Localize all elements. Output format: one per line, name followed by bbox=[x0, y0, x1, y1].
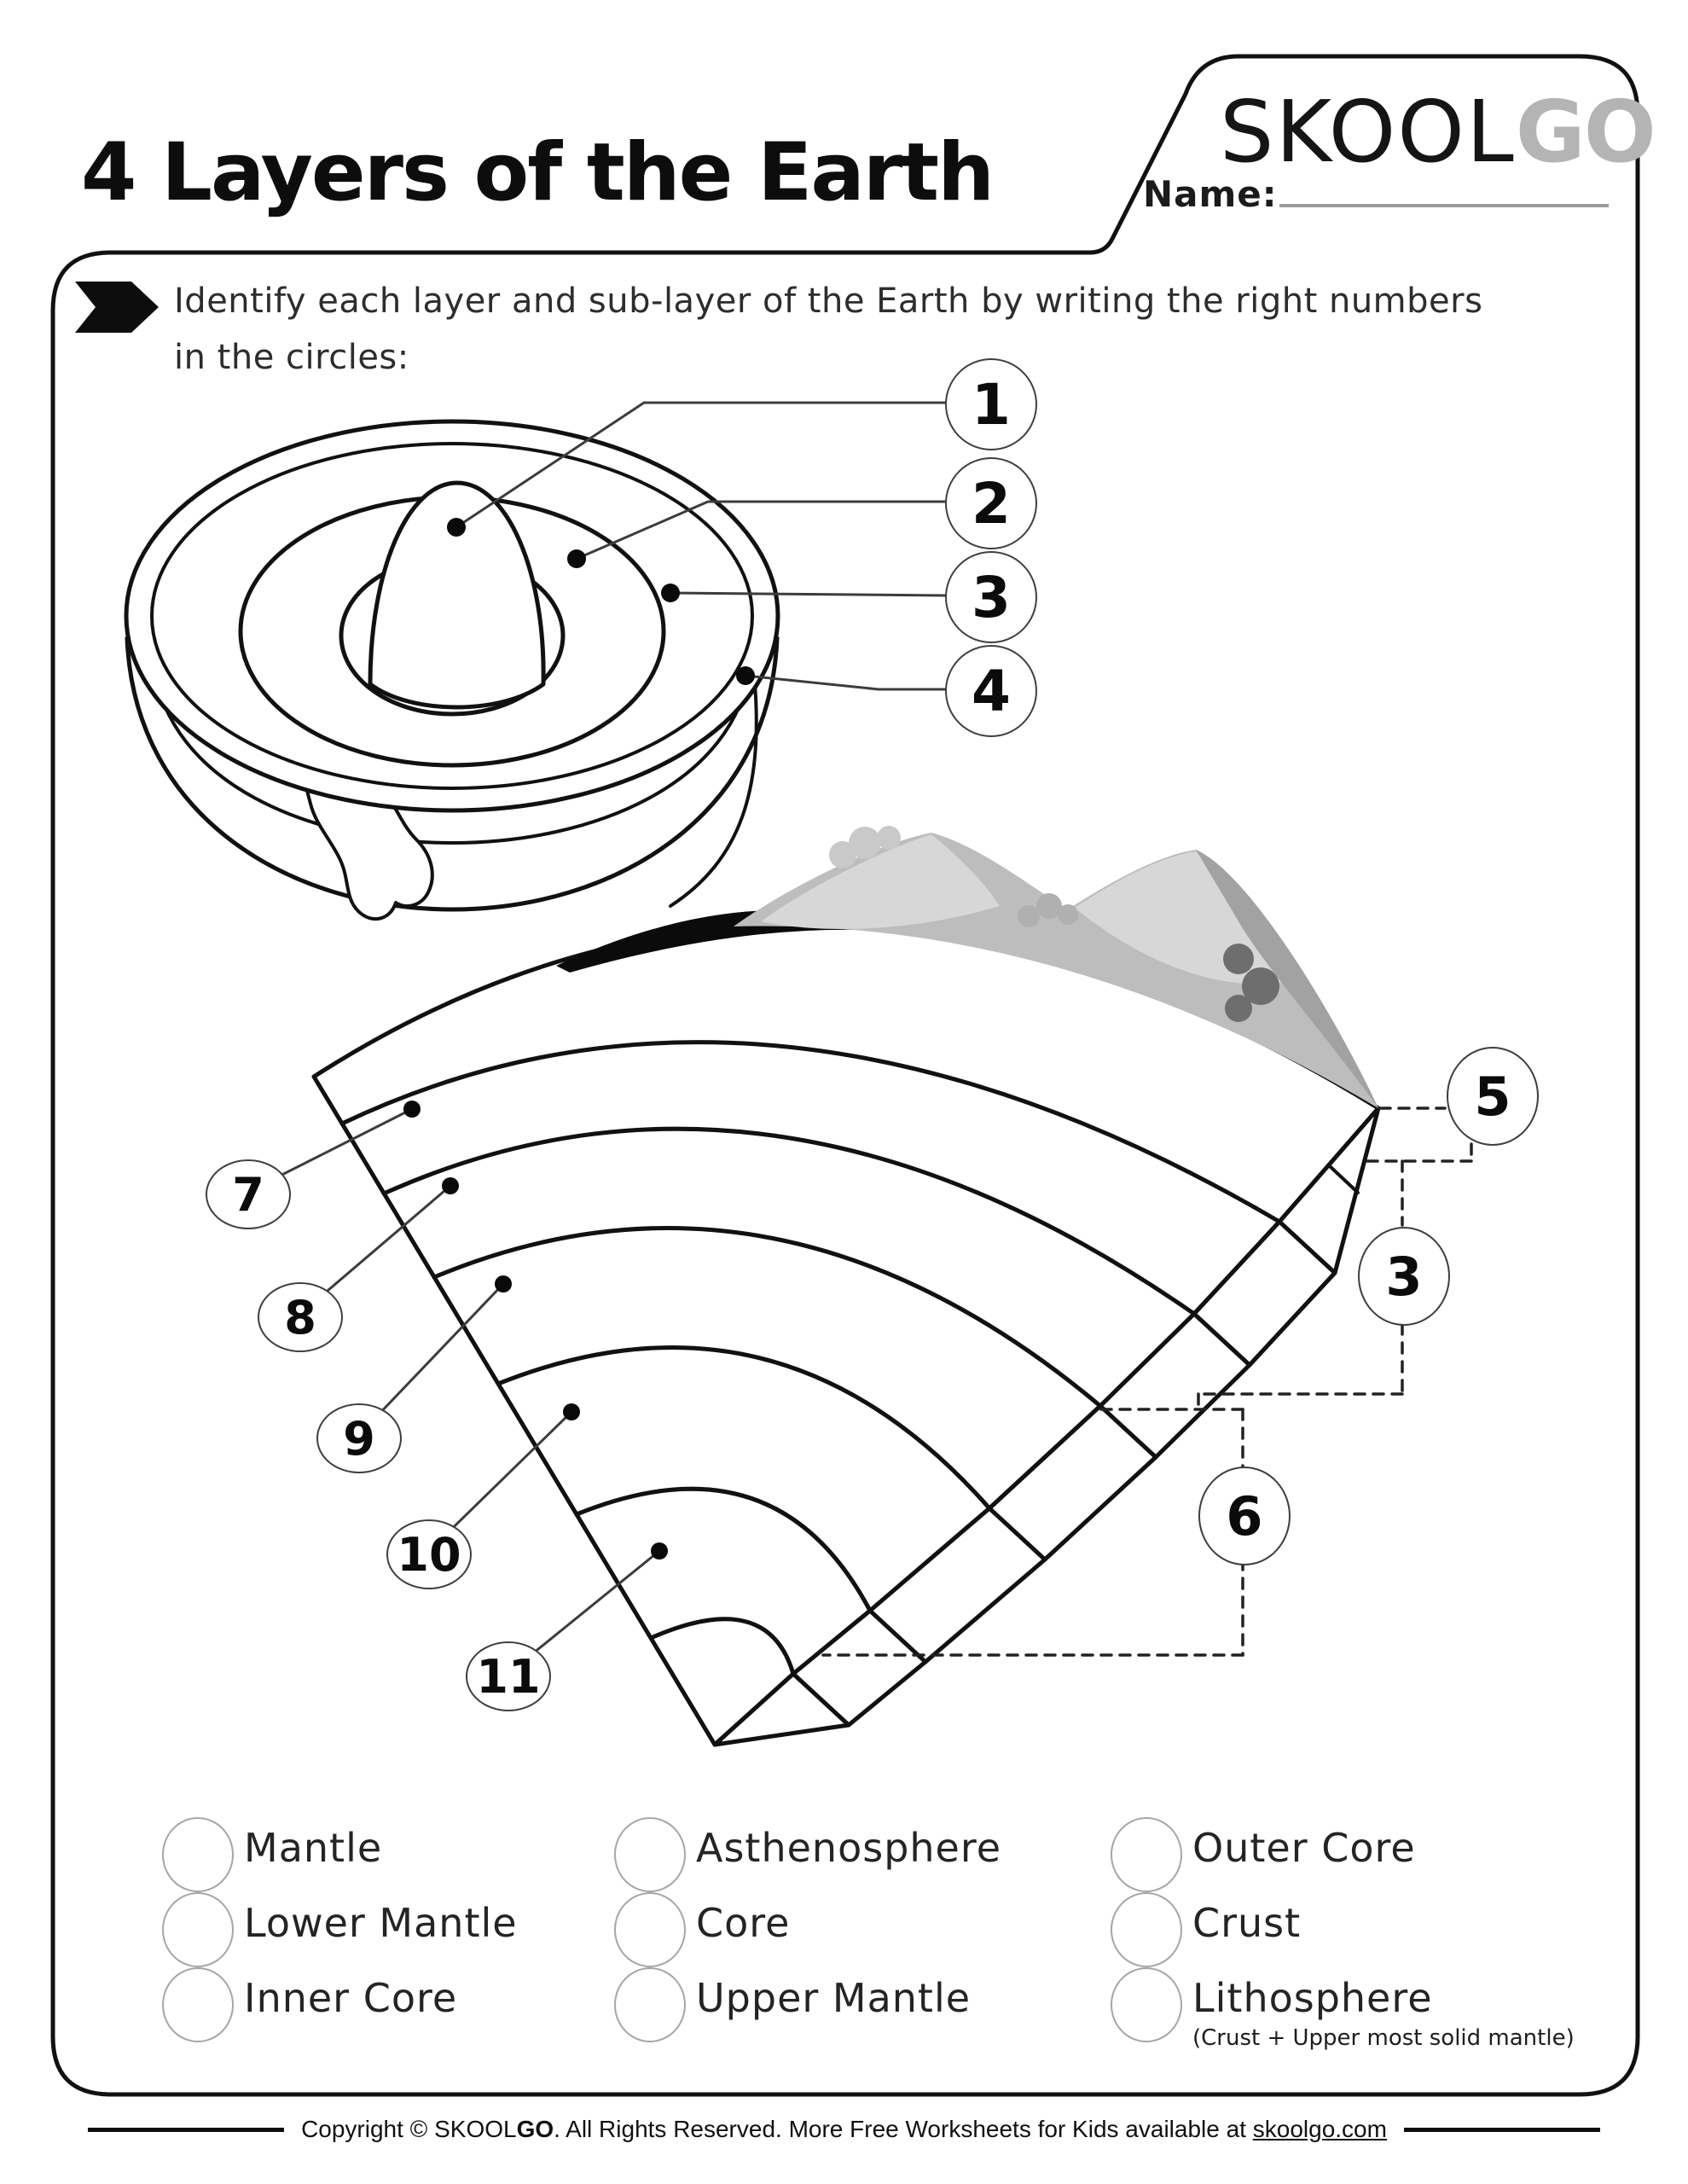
answer-circle-mantle[interactable] bbox=[162, 1817, 234, 1892]
footer-rule-left bbox=[88, 2127, 285, 2132]
instruction-line-2: in the circles: bbox=[174, 338, 409, 377]
wedge-side-ribbon bbox=[712, 1106, 1381, 1747]
callout-number: 7 bbox=[232, 1167, 264, 1222]
callout-number: 9 bbox=[343, 1411, 375, 1466]
footer-brand-go: GO bbox=[516, 2116, 554, 2142]
word-bank-label: Asthenosphere bbox=[696, 1825, 1002, 1871]
callout-number: 11 bbox=[476, 1649, 541, 1704]
word-bank-label: Lower Mantle bbox=[244, 1900, 518, 1946]
footer-rule-right bbox=[1403, 2127, 1600, 2132]
callout-bubble-9: 9 bbox=[316, 1403, 402, 1473]
name-input-line[interactable] bbox=[1279, 204, 1609, 207]
word-bank-label: Outer Core bbox=[1192, 1825, 1416, 1871]
callout-bubble-2: 2 bbox=[945, 457, 1037, 549]
footer-middle: . All Rights Reserved. More Free Workshe… bbox=[554, 2116, 1253, 2142]
page-title: 4 Layers of the Earth bbox=[81, 126, 995, 219]
callout-number: 2 bbox=[972, 470, 1011, 537]
bush-cluster-mid bbox=[1018, 893, 1078, 927]
callout-bubble-3b: 3 bbox=[1358, 1227, 1450, 1326]
page-border bbox=[50, 54, 1640, 2097]
answer-circle-lower-mantle[interactable] bbox=[162, 1892, 234, 1967]
footer-prefix: Copyright © bbox=[301, 2116, 435, 2142]
brand-logo-go: GO bbox=[1515, 82, 1656, 182]
crust-inner-ellipse bbox=[150, 442, 754, 790]
callout-bubble-10: 10 bbox=[386, 1519, 472, 1589]
footer-brand-skool: SKOOL bbox=[434, 2116, 517, 2142]
mountain-front-left bbox=[761, 834, 1000, 929]
hemisphere-diagram bbox=[124, 401, 947, 921]
wedge-diagram bbox=[245, 826, 1473, 1747]
brand-logo: SKOOLGO bbox=[1220, 82, 1656, 182]
callout-number: 1 bbox=[972, 371, 1011, 438]
brand-logo-skool: SKOOL bbox=[1220, 82, 1516, 182]
footer-link[interactable]: skoolgo.com bbox=[1252, 2116, 1387, 2142]
callout-number: 6 bbox=[1226, 1484, 1263, 1548]
inner-core-dome bbox=[368, 480, 546, 710]
callout-number: 5 bbox=[1474, 1065, 1511, 1128]
wedge-layer-arcs bbox=[339, 1040, 1282, 1676]
word-bank-label: Mantle bbox=[244, 1825, 383, 1871]
answer-circle-lithosphere[interactable] bbox=[1111, 1967, 1182, 2042]
word-bank-label: Crust bbox=[1192, 1900, 1302, 1946]
callout-bubble-4: 4 bbox=[945, 645, 1037, 737]
callout-bubble-6: 6 bbox=[1198, 1467, 1291, 1565]
hemisphere-callout-dots bbox=[447, 518, 755, 685]
hemisphere-cut-line bbox=[669, 672, 758, 908]
instruction-line-1: Identify each layer and sub-layer of the… bbox=[174, 282, 1483, 321]
answer-circle-asthenosphere[interactable] bbox=[614, 1817, 686, 1892]
callout-bubble-1: 1 bbox=[945, 358, 1037, 450]
callout-number: 3 bbox=[1385, 1245, 1423, 1308]
callout-bubble-8: 8 bbox=[258, 1282, 343, 1352]
callout-bubble-5: 5 bbox=[1447, 1047, 1539, 1146]
footer-text: Copyright © SKOOLGO. All Rights Reserved… bbox=[301, 2116, 1387, 2143]
callout-bubble-3: 3 bbox=[945, 551, 1037, 643]
answer-circle-crust[interactable] bbox=[1111, 1892, 1182, 1967]
callout-bubble-7: 7 bbox=[206, 1159, 291, 1229]
callout-number: 10 bbox=[397, 1527, 461, 1582]
word-bank-label: Lithosphere bbox=[1192, 1975, 1433, 2021]
word-bank-label: Core bbox=[696, 1900, 791, 1946]
callout-number: 3 bbox=[972, 564, 1011, 630]
instruction-arrow-icon bbox=[75, 282, 159, 333]
hemisphere-callout-lines bbox=[455, 401, 947, 691]
callout-number: 8 bbox=[284, 1290, 316, 1345]
answer-circle-outer-core[interactable] bbox=[1111, 1817, 1182, 1892]
name-label: Name: bbox=[1143, 173, 1278, 215]
word-bank-label: Upper Mantle bbox=[696, 1975, 972, 2021]
footer: Copyright © SKOOLGO. All Rights Reserved… bbox=[0, 2116, 1688, 2143]
mountains bbox=[734, 826, 1378, 1108]
answer-circle-inner-core[interactable] bbox=[162, 1967, 234, 2042]
bush-cluster-light bbox=[829, 826, 901, 868]
hemisphere-rim-underside bbox=[152, 662, 752, 845]
lithosphere-note: (Crust + Upper most solid mantle) bbox=[1192, 2025, 1575, 2051]
mountain-dark-slope bbox=[1196, 850, 1378, 1108]
wedge-side-hatches bbox=[791, 1164, 1360, 1728]
callout-number: 4 bbox=[972, 658, 1011, 724]
bush-cluster-dark bbox=[1223, 944, 1279, 1022]
answer-circle-core[interactable] bbox=[614, 1892, 686, 1967]
word-bank-label: Inner Core bbox=[244, 1975, 458, 2021]
answer-circle-upper-mantle[interactable] bbox=[614, 1967, 686, 2042]
wedge-callout-dots bbox=[403, 1101, 668, 1560]
callout-bubble-11: 11 bbox=[466, 1641, 551, 1711]
